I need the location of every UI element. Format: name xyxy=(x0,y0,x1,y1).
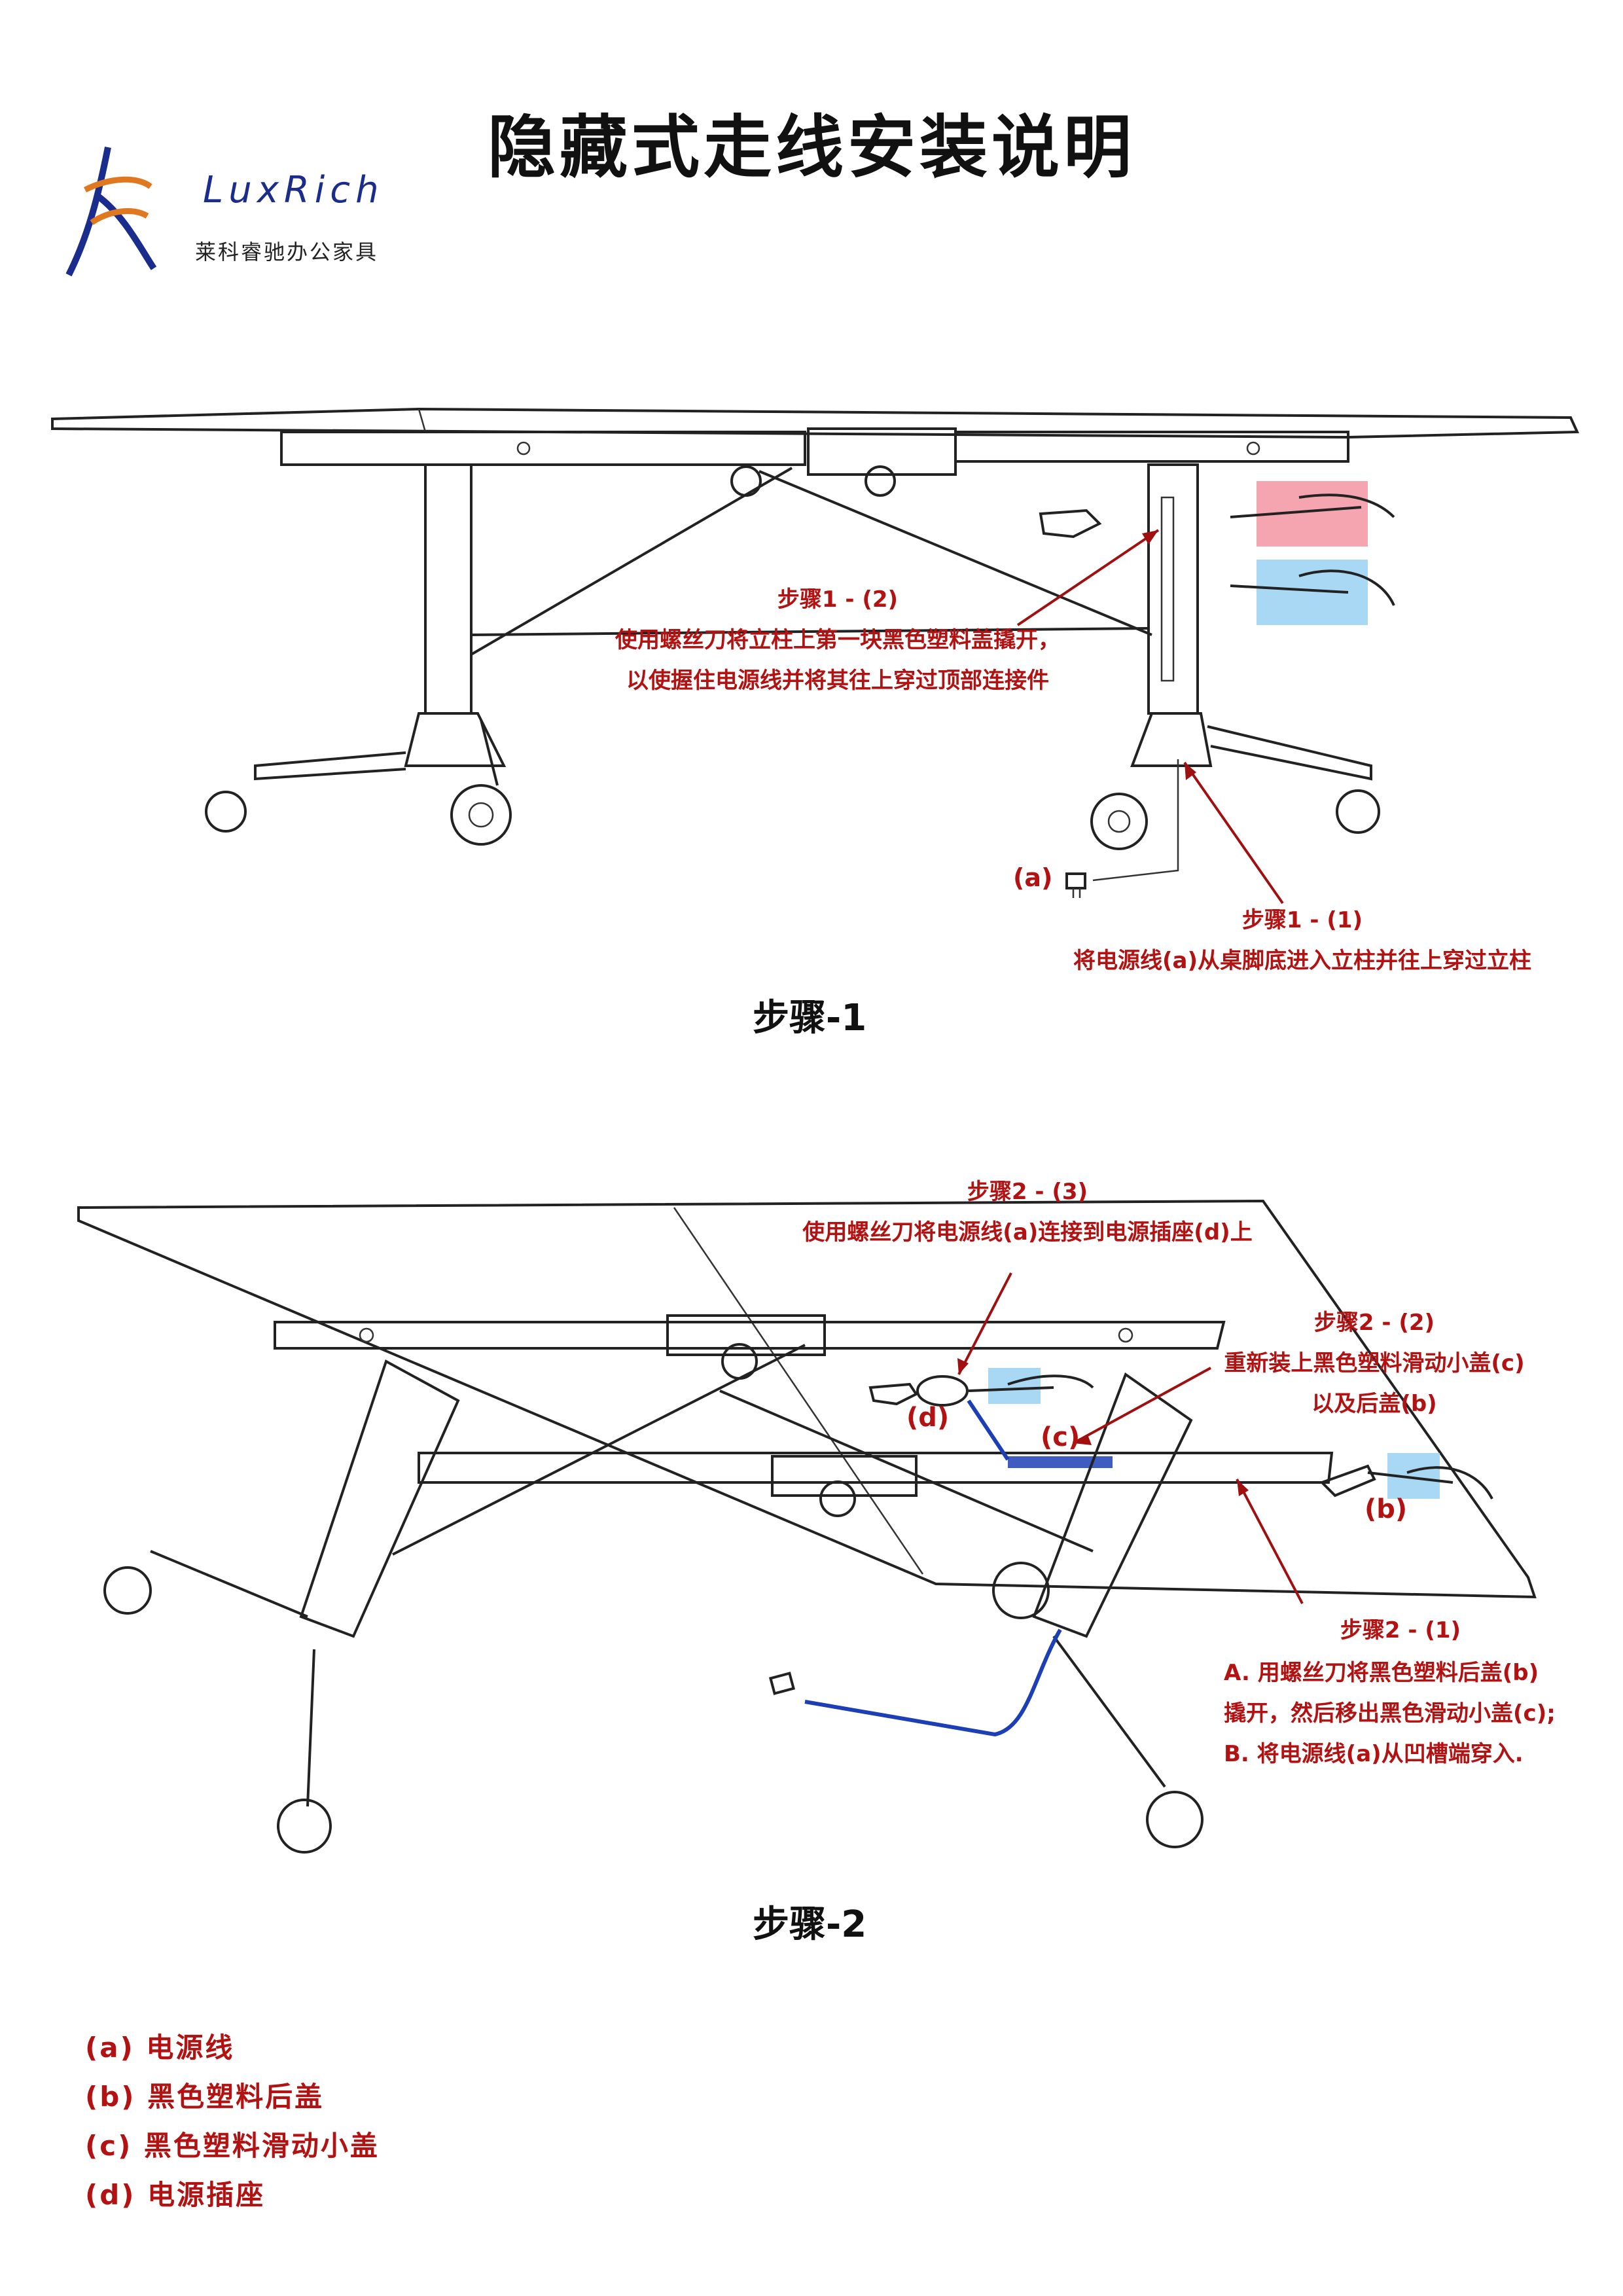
plug-icon xyxy=(1065,872,1086,898)
step2-label-b: (b) xyxy=(1364,1494,1408,1524)
screwdriver-inset-blue xyxy=(1257,560,1368,625)
step2-label-c: (c) xyxy=(1041,1422,1080,1452)
step1-table-drawing xyxy=(51,407,1580,905)
step2-note-3-title: 步骤2 - (3) xyxy=(967,1179,1088,1205)
page-title: 隐藏式走线安装说明 xyxy=(487,107,1135,187)
legend-item-d: (d) 电源插座 xyxy=(85,2179,266,2211)
plug-icon xyxy=(768,1672,796,1695)
legend-item-a: (a) 电源线 xyxy=(85,2032,235,2064)
step2-note-1-line3: B. 将电源线(a)从凹槽端穿入. xyxy=(1224,1741,1524,1767)
step1-note-2-title: 步骤1 - (2) xyxy=(777,586,899,613)
pointing-hand-icon xyxy=(1039,509,1102,539)
step2-note-2-line2: 以及后盖(b) xyxy=(1311,1391,1437,1417)
step2-note-2: 步骤2 - (2) 重新装上黑色塑料滑动小盖(c) 以及后盖(b) xyxy=(1191,1302,1558,1424)
step2-note-3-line1: 使用螺丝刀将电源线(a)连接到电源插座(d)上 xyxy=(802,1219,1253,1246)
screwdriver-inset-blue xyxy=(988,1368,1041,1404)
step2-note-1-line1: A. 用螺丝刀将黑色塑料后盖(b) xyxy=(1224,1660,1539,1686)
step2-note-1-line2: 撬开，然后移出黑色滑动小盖(c); xyxy=(1224,1700,1556,1727)
step2-label-d: (d) xyxy=(906,1403,950,1433)
step2-note-1: A. 用螺丝刀将黑色塑料后盖(b) 撬开，然后移出黑色滑动小盖(c); B. 将… xyxy=(1224,1653,1556,1774)
step1-note-2-line2: 以使握住电源线并将其往上穿过顶部连接件 xyxy=(626,668,1049,694)
step1-note-2: 步骤1 - (2) 使用螺丝刀将立柱上第一块黑色塑料盖撬开， 以使握住电源线并将… xyxy=(543,579,1132,701)
step1-note-1-title: 步骤1 - (1) xyxy=(1241,907,1363,933)
step1-note-1-line1: 将电源线(a)从桌脚底进入立柱并往上穿过立柱 xyxy=(1073,948,1532,974)
step2-table-drawing xyxy=(77,1199,1537,1854)
pointing-hand-icon xyxy=(868,1382,918,1406)
step1-note-1: 步骤1 - (1) 将电源线(a)从桌脚底进入立柱并往上穿过立柱 xyxy=(1021,900,1584,981)
logo-text: LuxRich xyxy=(203,169,384,211)
legend-item-b: (b) 黑色塑料后盖 xyxy=(85,2081,325,2113)
step2-note-2-title: 步骤2 - (2) xyxy=(1313,1310,1435,1336)
legend-item-c: (c) 黑色塑料滑动小盖 xyxy=(85,2130,380,2162)
step1-note-2-line1: 使用螺丝刀将立柱上第一块黑色塑料盖撬开， xyxy=(615,627,1060,653)
step1-heading: 步骤-1 xyxy=(753,997,867,1039)
socket-outline xyxy=(916,1375,969,1407)
logo-mark-icon xyxy=(65,147,157,277)
back-cover-part xyxy=(1319,1464,1376,1498)
step1-label-a: (a) xyxy=(1013,863,1053,892)
logo-subtitle: 莱科睿驰办公家具 xyxy=(195,240,379,264)
step2-note-3: 步骤2 - (3) 使用螺丝刀将电源线(a)连接到电源插座(d)上 xyxy=(759,1172,1296,1253)
step2-note-1-title: 步骤2 - (1) xyxy=(1340,1617,1461,1643)
step2-note-2-line1: 重新装上黑色塑料滑动小盖(c) xyxy=(1224,1350,1525,1376)
step2-heading: 步骤-2 xyxy=(753,1903,867,1946)
